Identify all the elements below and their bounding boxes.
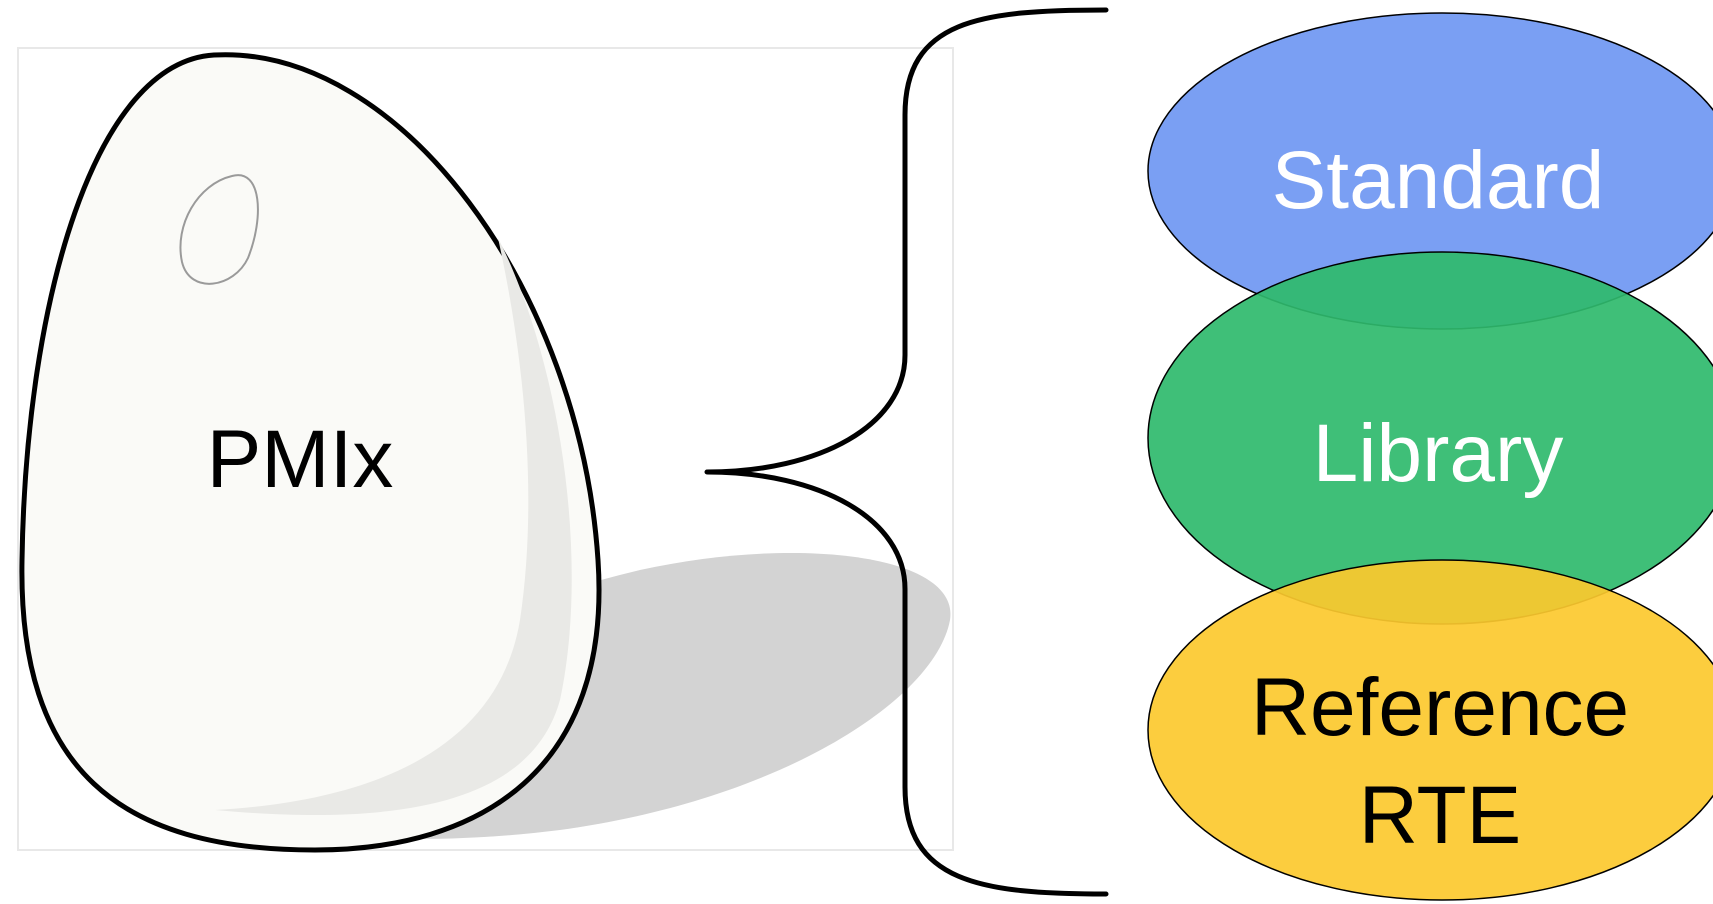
egg-label: PMIx — [207, 414, 394, 505]
library-label: Library — [1313, 408, 1564, 499]
reference-label-line2: RTE — [1359, 770, 1522, 861]
standard-label: Standard — [1272, 135, 1605, 226]
reference-label-line1: Reference — [1251, 662, 1629, 753]
